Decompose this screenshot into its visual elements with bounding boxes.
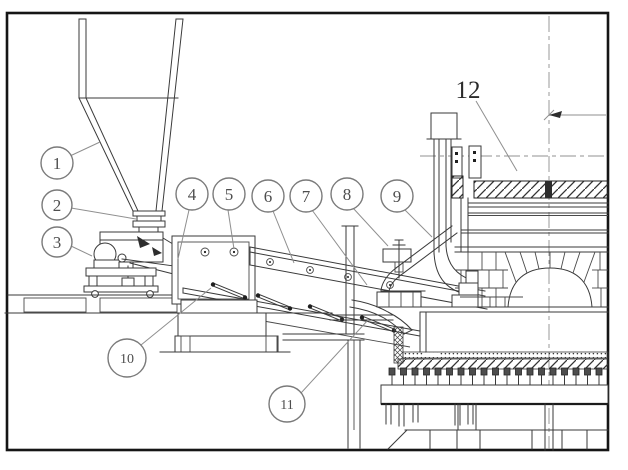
bolt-icon xyxy=(266,258,274,266)
lintel-bricks xyxy=(376,291,422,308)
inlet-chute xyxy=(380,225,458,292)
bolt-icon xyxy=(344,273,352,281)
callout-7-label: 7 xyxy=(302,187,311,206)
furnace-brick-wall xyxy=(454,251,609,308)
discharge-support-posts xyxy=(329,225,394,335)
hopper xyxy=(78,18,184,212)
bolt-icon xyxy=(200,247,210,257)
main-support-beam xyxy=(380,384,609,451)
bolt-icon xyxy=(306,266,314,274)
callout-11: 11 xyxy=(268,385,306,423)
drive-unit xyxy=(83,242,214,298)
callout-10-label: 10 xyxy=(120,352,134,367)
hopper-outlet-flange xyxy=(132,210,166,234)
callouts: 1 2 3 4 5 6 7 8 xyxy=(40,77,518,423)
drawing-border xyxy=(5,11,610,452)
callout-10: 10 xyxy=(107,338,147,378)
flow-arrow-icon xyxy=(152,247,162,256)
callout-9: 9 xyxy=(380,179,414,213)
callout-8-label: 8 xyxy=(343,185,352,204)
callout-8: 8 xyxy=(330,177,364,211)
roof-beam-layers xyxy=(454,197,609,253)
floor-platform xyxy=(4,294,333,314)
callout-5: 5 xyxy=(212,177,246,211)
callout-2: 2 xyxy=(41,189,73,221)
wheel-icon xyxy=(91,290,99,298)
callout-7: 7 xyxy=(289,179,323,213)
pusher-cylinder xyxy=(382,239,412,279)
callout-4-label: 4 xyxy=(188,185,197,204)
callout-6: 6 xyxy=(251,179,285,213)
crosshatched-pier xyxy=(393,326,404,364)
chimney-duct xyxy=(426,112,479,297)
feeder-trough xyxy=(249,246,488,310)
callout-9-label: 9 xyxy=(393,187,402,206)
left-support-column xyxy=(282,333,365,449)
callout-5-label: 5 xyxy=(225,185,234,204)
wheel-icon xyxy=(146,290,154,298)
brick-arch xyxy=(507,267,593,308)
callout-12: 12 xyxy=(456,77,481,104)
callout-4: 4 xyxy=(175,177,209,211)
furnace-mouth-steps xyxy=(451,270,523,308)
feeder-head-plate xyxy=(171,235,256,305)
furnace-roof-slab xyxy=(451,175,609,199)
callout-3-label: 3 xyxy=(53,233,62,252)
callout-11-label: 11 xyxy=(280,398,293,413)
chamber-drop-chute xyxy=(419,311,427,353)
callout-6-label: 6 xyxy=(264,187,273,206)
callout-2-label: 2 xyxy=(53,196,62,215)
callout-1: 1 xyxy=(40,146,74,180)
callout-12-label: 12 xyxy=(456,77,481,104)
roof-bolt-plates xyxy=(451,145,482,179)
callout-1-label: 1 xyxy=(53,154,62,173)
support-pedestal xyxy=(159,299,291,353)
callout-3: 3 xyxy=(41,226,73,258)
flow-arrow-icon xyxy=(137,236,150,248)
wall-base-lines xyxy=(419,306,609,313)
dimension-arrow xyxy=(543,109,606,121)
grate-assembly xyxy=(388,351,609,385)
